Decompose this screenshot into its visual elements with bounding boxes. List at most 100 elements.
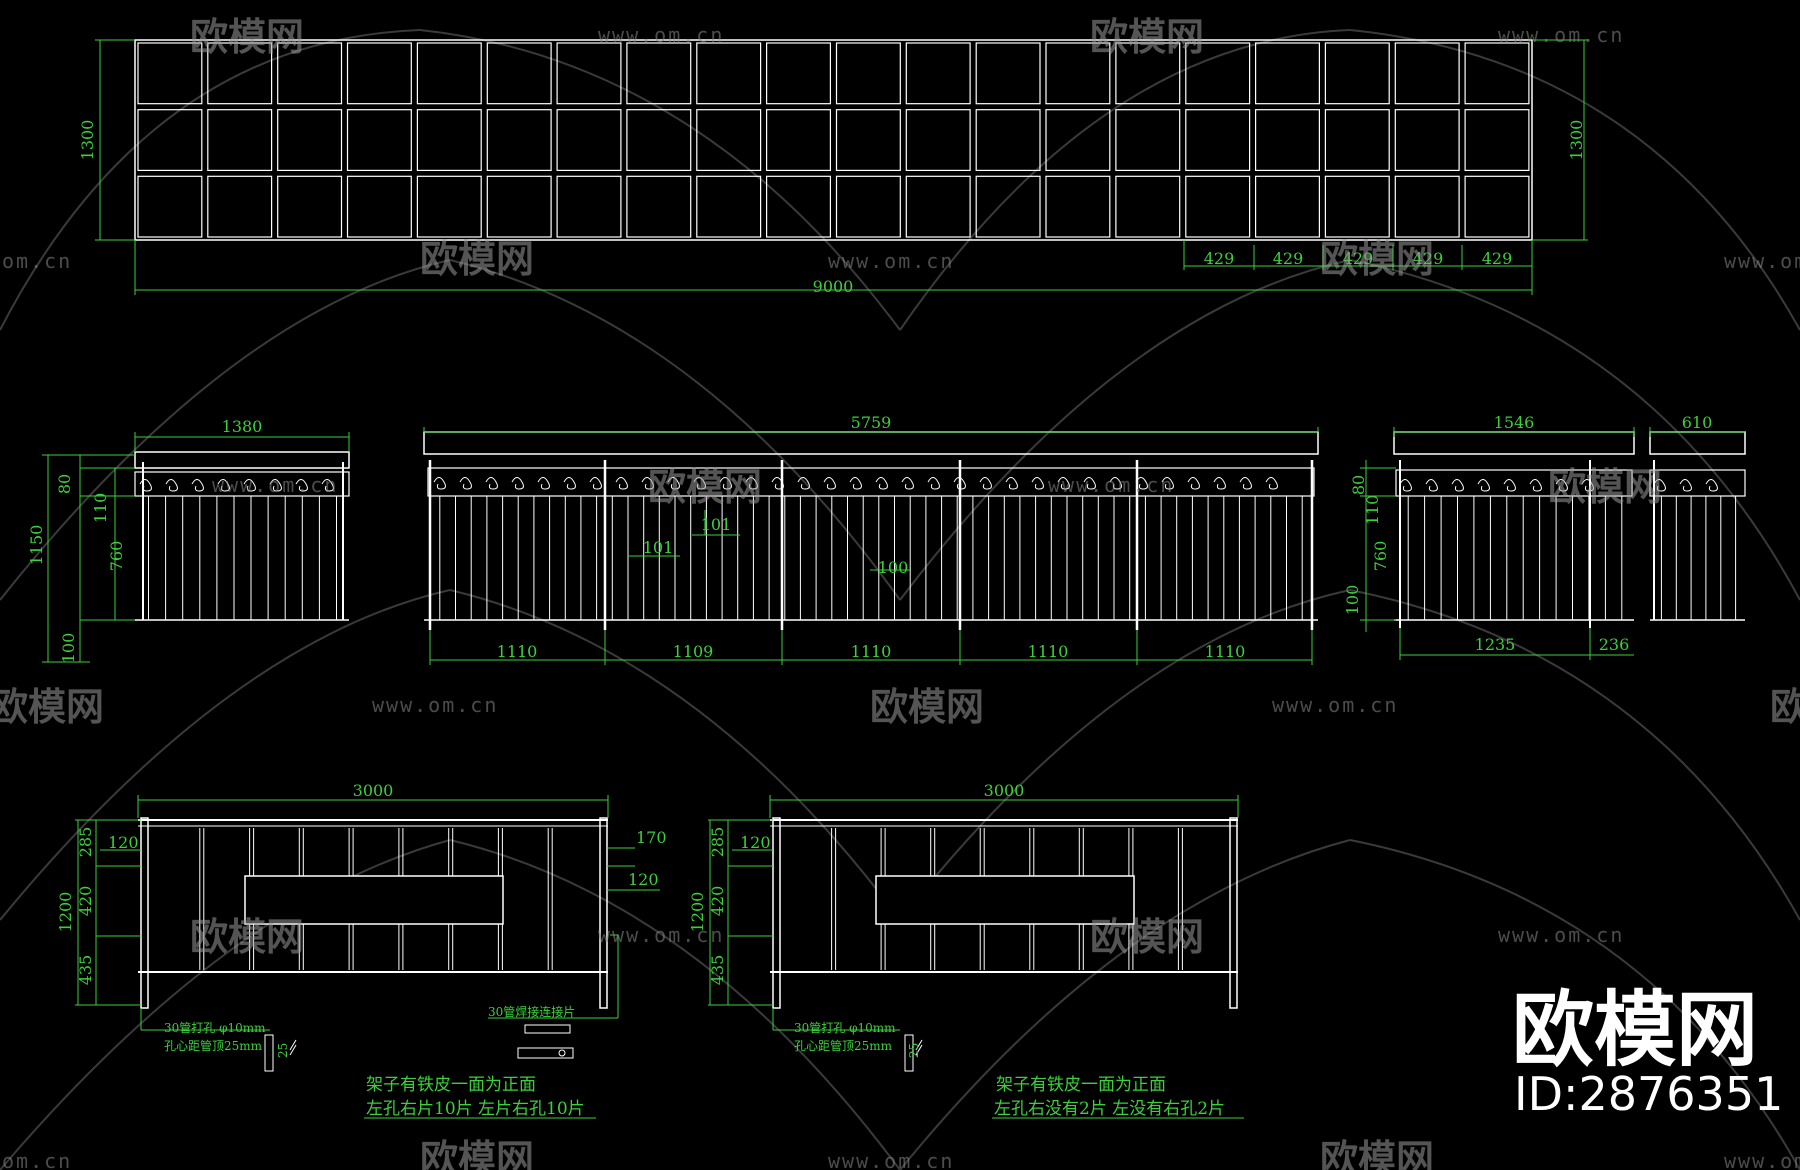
plan-grid-cell: [486, 175, 552, 238]
scroll-ornament: [511, 477, 524, 490]
plan-grid-cell: [1394, 109, 1460, 171]
plan-grid-cell: [905, 109, 971, 171]
plan-module-width: 429: [1482, 249, 1513, 268]
plan-grid-cell: [556, 42, 622, 105]
plan-grid-cell: [1045, 109, 1111, 171]
plan-grid-cell: [765, 42, 831, 105]
plan-grid-cell: [486, 42, 552, 105]
scroll-ornament: [269, 479, 282, 492]
plan-grid-cell: [1045, 42, 1111, 105]
plan-module-width: 429: [1273, 249, 1304, 268]
scroll-ornament: [433, 477, 446, 490]
plan-grid-cell: [277, 42, 343, 105]
plan-grid-cell: [696, 42, 762, 105]
watermark-brand: 欧模网: [870, 685, 984, 729]
scroll-ornament: [537, 477, 550, 490]
sect-right-v: 435: [708, 955, 727, 986]
scroll-ornament: [295, 479, 308, 492]
elev-left-band: 110: [91, 493, 110, 524]
plan-grid-cell: [346, 109, 412, 171]
plan-grid-cell: [1185, 175, 1251, 238]
elev-mid-section: 1110: [1205, 642, 1246, 661]
sect-left-tiny: 25: [276, 1043, 290, 1058]
scroll-ornament: [927, 477, 940, 490]
watermark-url: www.om.cn: [828, 1149, 954, 1170]
sect-left-weld-note: 30管焊接连接片: [488, 1004, 575, 1019]
scroll-ornament: [615, 477, 628, 490]
plan-grid-cell: [416, 109, 482, 171]
watermark-brand: 欧模网: [648, 465, 762, 509]
plan-grid-cell: [416, 42, 482, 105]
watermark-url: www.om.cn: [1724, 249, 1800, 273]
scroll-ornament: [823, 477, 836, 490]
sect-right-v: 285: [708, 827, 727, 858]
watermark-url: www.om.cn: [1498, 23, 1624, 47]
sect-right-120: 120: [740, 833, 771, 852]
watermark-url: www.om.cn: [1048, 473, 1174, 497]
sect-right-hole-note2: 孔心距管顶25mm: [794, 1038, 893, 1053]
scroll-ornament: [1239, 477, 1252, 490]
plan-grid-cell: [207, 175, 273, 238]
elev-mid-dim: 101: [643, 538, 674, 557]
scroll-ornament: [641, 477, 654, 490]
plan-grid-cell: [137, 109, 203, 171]
watermark-brand: 欧模网: [420, 237, 534, 281]
scroll-ornament: [1135, 477, 1148, 490]
watermark-brand: 欧模网: [1770, 685, 1800, 729]
plan-grid-cell: [905, 42, 971, 105]
sect-left-v: 285: [76, 827, 95, 858]
scroll-ornament: [1451, 479, 1464, 492]
scroll-ornament: [1161, 477, 1174, 490]
plan-grid-cell: [1324, 42, 1390, 105]
plan-grid-cell: [975, 109, 1041, 171]
plan-grid-cell: [696, 175, 762, 238]
elevation-right: 1546 80 110 760 100 1235 236: [1343, 413, 1635, 660]
sect-left-total: 1200: [56, 892, 75, 933]
scroll-ornament: [1705, 479, 1718, 492]
watermark-brand: 欧模网: [1090, 915, 1204, 959]
plan-module-width: 429: [1413, 249, 1444, 268]
plan-grid-cell: [1324, 109, 1390, 171]
scroll-ornament: [693, 477, 706, 490]
scroll-ornament: [1555, 479, 1568, 492]
plan-total-width: 9000: [813, 277, 854, 296]
sect-left-v: 435: [76, 955, 95, 986]
scroll-ornament: [1399, 479, 1412, 492]
plan-grid-cell: [556, 109, 622, 171]
brand-id: ID:2876351: [1514, 1067, 1783, 1121]
plan-grid-cell: [277, 175, 343, 238]
elev-mid-width: 5759: [851, 413, 892, 432]
elev-left-bottom: 100: [59, 633, 78, 664]
plan-grid-cell: [696, 109, 762, 171]
plan-view: 1300 1300 9000 429 429 429 429 429: [78, 39, 1588, 296]
plan-grid-cell: [346, 42, 412, 105]
scroll-ornament: [667, 477, 680, 490]
scroll-ornament: [1187, 477, 1200, 490]
plan-grid-cell: [835, 109, 901, 171]
elev-right-width: 1546: [1494, 413, 1535, 432]
scroll-ornament: [849, 477, 862, 490]
sect-right-hole-note: 30管打孔 φ10mm: [794, 1020, 896, 1035]
watermark-arcs: [0, 29, 1800, 1170]
scroll-ornament: [719, 477, 732, 490]
scroll-ornament: [1503, 479, 1516, 492]
elev-right-section: 1235: [1475, 635, 1516, 654]
plan-grid-cell: [1464, 175, 1530, 238]
plan-grid-cell: [1045, 175, 1111, 238]
scroll-ornament: [1425, 479, 1438, 492]
scroll-ornament: [1477, 479, 1490, 492]
watermark-url: www.om.cn: [1272, 693, 1398, 717]
plan-grid-cell: [1324, 175, 1390, 238]
scroll-ornament: [1005, 477, 1018, 490]
plan-grid-cell: [207, 42, 273, 105]
brand-logo-text: 欧模网: [1512, 983, 1758, 1078]
watermark-brand: 欧模网: [1320, 1137, 1434, 1170]
elev-right-band: 110: [1363, 495, 1382, 526]
scroll-ornament: [1031, 477, 1044, 490]
plan-grid-cell: [277, 109, 343, 171]
plan-grid-cell: [1464, 42, 1530, 105]
plan-height-right: 1300: [1567, 120, 1586, 161]
elev-mid-section: 1110: [851, 642, 892, 661]
elev-mid-section: 1110: [497, 642, 538, 661]
